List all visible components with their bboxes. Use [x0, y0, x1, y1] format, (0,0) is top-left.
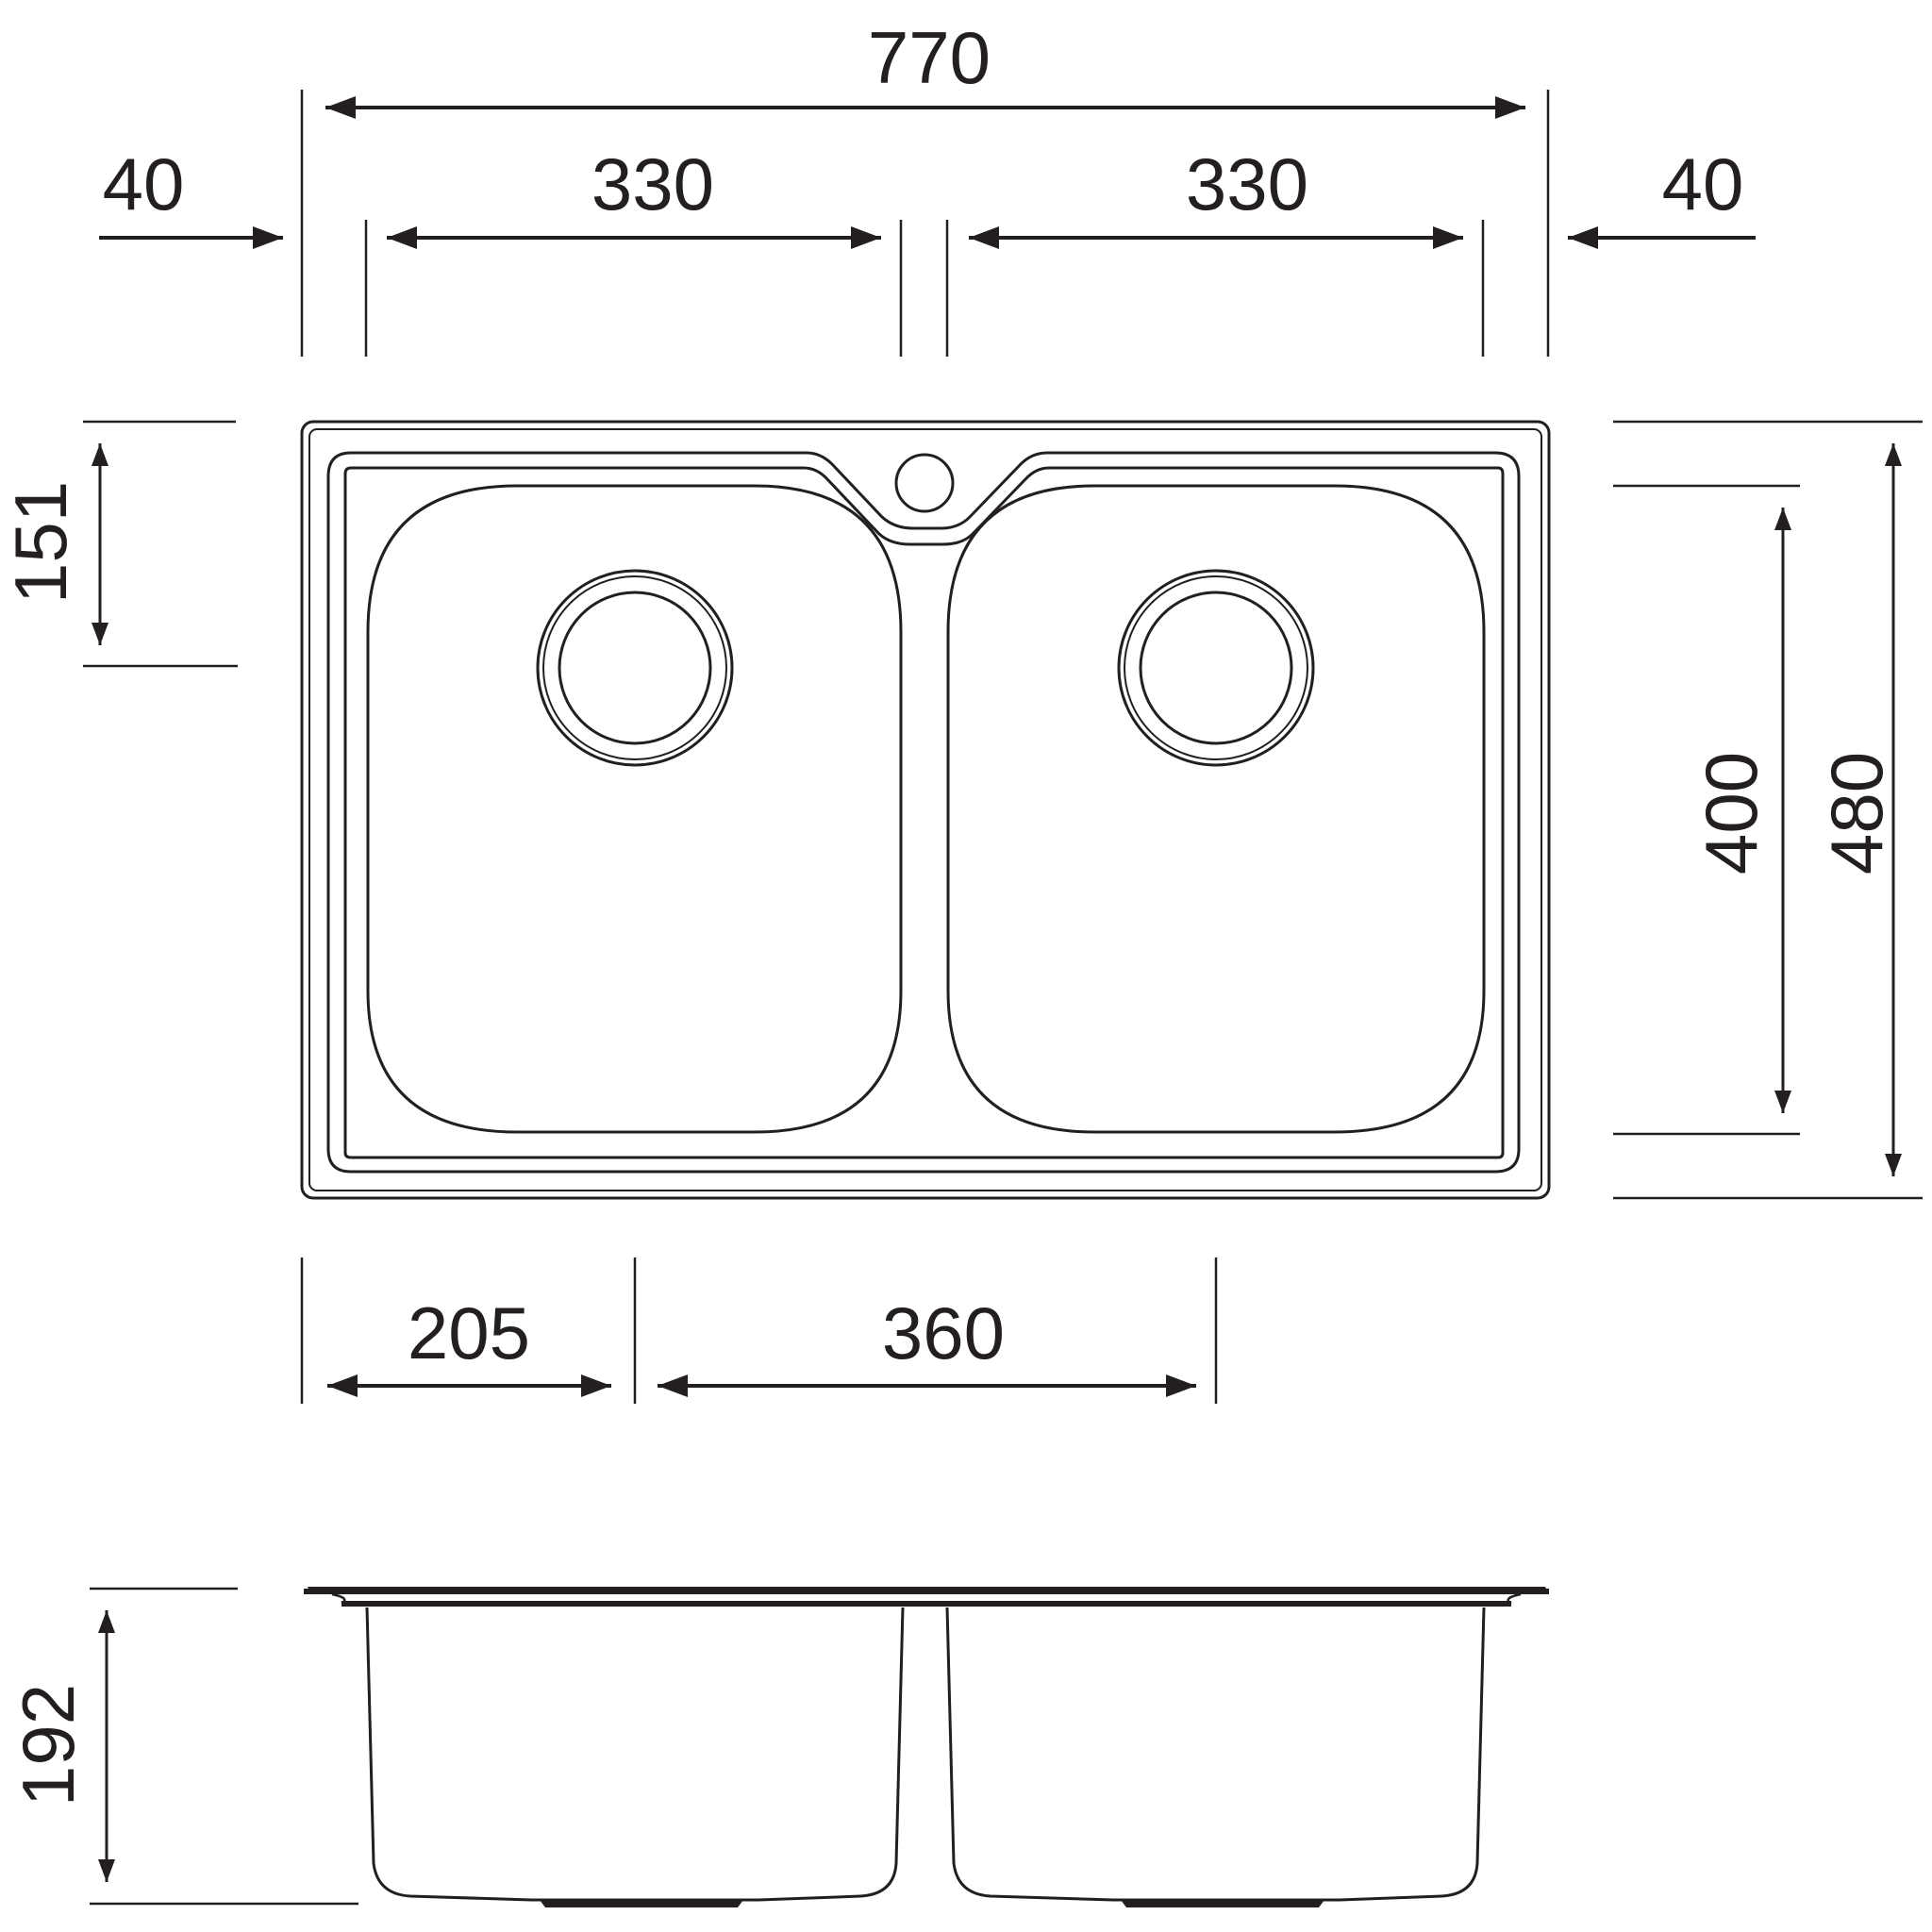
- label-side-depth: 192: [7, 1684, 90, 1807]
- left-drain-ring-icon: [542, 575, 727, 760]
- label-right-bowl-width: 330: [1186, 142, 1308, 225]
- left-bowl-outline: [366, 484, 903, 1134]
- side-left-bowl: [365, 1607, 905, 1902]
- right-drain-ring-icon: [1124, 575, 1308, 760]
- right-drain-outer-icon: [1117, 569, 1315, 767]
- side-rim-right-curl: [1507, 1592, 1522, 1606]
- right-drain-inner-icon: [1139, 591, 1293, 745]
- sink-deck-rim-inner: [343, 466, 1505, 1159]
- drain-offset-dimension: 151: [0, 420, 238, 668]
- label-drain-offset: 151: [0, 481, 82, 604]
- sink-outer-rim: [300, 420, 1551, 1200]
- top-dimensions: 770 40 330 330 40: [99, 16, 1756, 357]
- right-bowl-outline: [946, 484, 1486, 1134]
- sink-deck-rim: [326, 451, 1521, 1174]
- left-drain-outer-icon: [536, 569, 734, 767]
- label-overall-depth: 480: [1815, 752, 1898, 874]
- drain-position-dimensions: 205 360: [300, 1257, 1218, 1404]
- label-left-drain-offset: 205: [408, 1291, 530, 1374]
- label-overall-width: 770: [868, 16, 991, 99]
- label-left-margin: 40: [103, 142, 185, 225]
- side-left-drain: [540, 1900, 743, 1907]
- side-right-bowl: [945, 1607, 1486, 1902]
- side-rim-left-curl: [331, 1592, 346, 1606]
- depth-dimensions: 400 480: [1613, 420, 1923, 1200]
- faucet-hole-icon: [894, 453, 955, 513]
- side-right-drain: [1121, 1900, 1324, 1907]
- label-drain-spacing: 360: [882, 1291, 1005, 1374]
- side-view: 192: [7, 1587, 1549, 1907]
- sink-outer-rim-inner: [308, 428, 1542, 1191]
- left-drain-inner-icon: [558, 591, 712, 745]
- label-right-margin: 40: [1662, 142, 1744, 225]
- plan-view: [300, 420, 1551, 1200]
- label-bowl-depth: 400: [1690, 752, 1773, 874]
- label-left-bowl-width: 330: [591, 142, 714, 225]
